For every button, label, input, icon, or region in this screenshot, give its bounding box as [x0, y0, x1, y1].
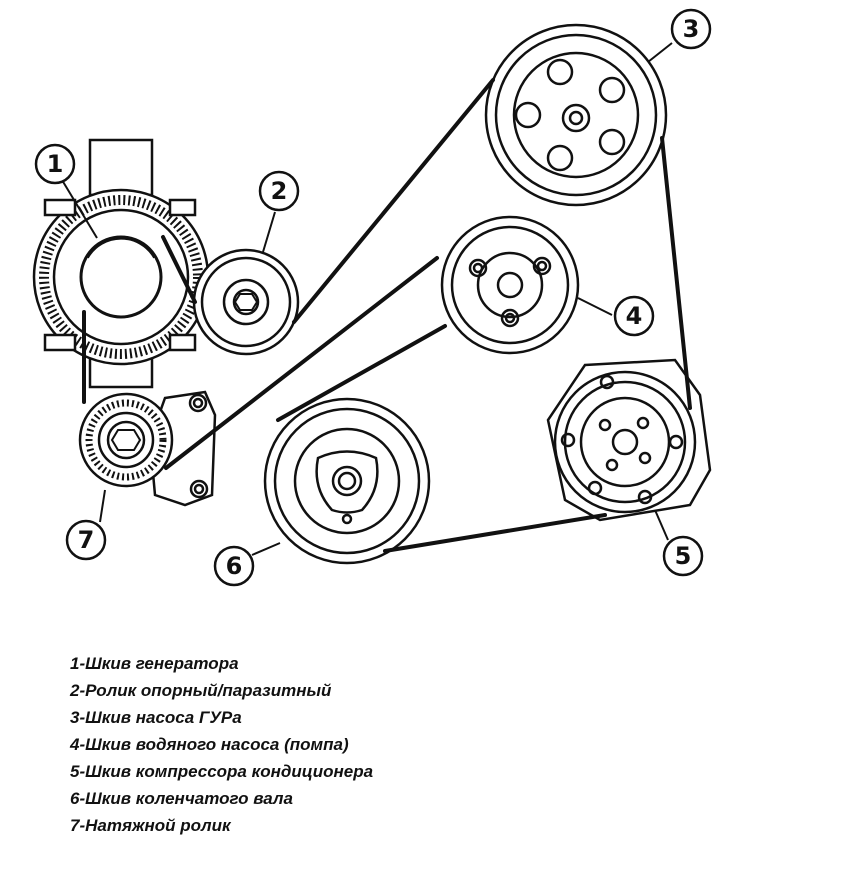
alternator	[32, 138, 210, 389]
callout-circle-6	[213, 545, 255, 587]
tensioner-pulley	[78, 390, 217, 507]
legend-item-5: 5-Шкив компрессора кондиционера	[70, 762, 374, 781]
callout-label-4: 4	[626, 302, 643, 330]
callout-circle-4	[613, 295, 655, 337]
callout-label-3: 3	[683, 15, 700, 43]
legend-item-1: 1-Шкив генератора	[70, 654, 239, 673]
water-pump-pulley	[440, 215, 580, 355]
callout-label-5: 5	[675, 542, 692, 570]
legend-item-7: 7-Натяжной ролик	[70, 816, 231, 835]
legend-item-6: 6-Шкив коленчатого вала	[70, 789, 293, 808]
callout-circle-1	[34, 143, 76, 185]
legend-item-4: 4-Шкив водяного насоса (помпа)	[70, 735, 349, 754]
power-steering-pulley	[484, 23, 668, 207]
legend-item-2: 2-Ролик опорный/паразитный	[70, 681, 332, 700]
drive-belt	[82, 78, 692, 553]
callout-label-1: 1	[47, 150, 64, 178]
ac-compressor-pulley	[546, 358, 712, 522]
callout-circle-2	[258, 170, 300, 212]
legend: 1-Шкив генератора 2-Ролик опорный/парази…	[70, 650, 373, 839]
leader-lines	[61, 42, 673, 556]
idler-pulley	[192, 248, 300, 356]
callout-circle-3	[670, 8, 712, 50]
callout-circle-7	[65, 519, 107, 561]
callout-label-7: 7	[78, 526, 95, 554]
legend-item-3: 3-Шкив насоса ГУРа	[70, 708, 242, 727]
callout-circle-5	[662, 535, 704, 577]
callout-label-6: 6	[226, 552, 243, 580]
crankshaft-pulley	[263, 397, 431, 565]
callout-label-2: 2	[271, 177, 288, 205]
